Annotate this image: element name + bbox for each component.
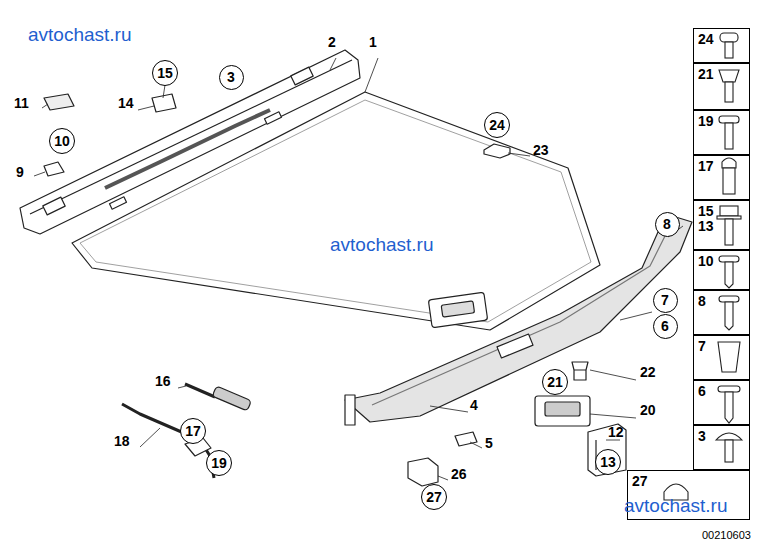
callout-number: 24 — [698, 32, 745, 47]
fastener-cell: 24 — [693, 28, 750, 63]
callout-number: 8 — [698, 294, 745, 309]
callout-number: 13 — [698, 219, 745, 234]
panel-clip — [109, 197, 126, 209]
plate-11 — [44, 94, 74, 110]
callout-number: 6 — [698, 384, 745, 399]
shelf-edge — [80, 100, 591, 322]
callout-number: 24 — [489, 118, 505, 133]
callout-number: 10 — [54, 134, 70, 149]
callout-number: 18 — [114, 434, 130, 449]
callout-circle: 10 — [49, 128, 75, 154]
fastener-cell: 10 — [693, 250, 750, 290]
watermark: avtochast.ru — [330, 235, 434, 255]
callout-number: 5 — [485, 436, 493, 451]
callout-number: 15 — [157, 66, 173, 81]
callout-number: 11 — [14, 96, 29, 111]
callout-number: 20 — [640, 403, 656, 418]
panel-clip — [264, 112, 281, 124]
callout-number: 3 — [227, 70, 235, 85]
callout-number: 9 — [16, 165, 24, 180]
callout-number: 27 — [632, 474, 745, 489]
panel-slot — [43, 197, 65, 215]
callout-number: 4 — [470, 398, 478, 413]
callout-circle: 21 — [542, 369, 568, 395]
callout-circle: 7 — [653, 288, 678, 313]
callout-number: 17 — [698, 159, 745, 174]
callout-circle: 27 — [421, 484, 447, 510]
lashing-cover-inner — [545, 402, 580, 416]
callout-circle: 3 — [219, 65, 244, 90]
bracket-23 — [484, 144, 510, 158]
trim-end — [345, 395, 355, 425]
plate-14 — [152, 94, 176, 112]
panel-slot — [291, 67, 313, 85]
callout-number: 7 — [698, 339, 745, 354]
callout-number: 12 — [608, 425, 624, 440]
shelf-handle-grip — [441, 301, 474, 317]
fastener-cell: 21 — [693, 63, 750, 110]
callout-number: 22 — [640, 365, 656, 380]
callout-number: 17 — [185, 424, 201, 439]
callout-number: 19 — [211, 456, 227, 471]
callout-number: 14 — [118, 96, 134, 111]
bracket-26 — [408, 458, 438, 486]
shelf-handle — [428, 292, 487, 328]
fastener-cell: 3 — [693, 425, 750, 470]
callout-number: 7 — [661, 293, 669, 308]
callout-number: 19 — [698, 114, 745, 129]
bracket-12 — [588, 424, 626, 476]
fastener-cell: 19 — [693, 110, 750, 155]
callout-circle: 6 — [653, 314, 678, 339]
fastener-cell: 6 — [693, 380, 750, 425]
callout-number: 2 — [328, 35, 336, 50]
callout-number: 16 — [155, 374, 171, 389]
strut-rod — [185, 384, 215, 397]
callout-number: 23 — [533, 143, 549, 158]
callout-number: 13 — [600, 455, 616, 470]
callout-circle: 24 — [484, 112, 510, 138]
drawing-number: 00210603 — [702, 529, 751, 541]
callout-number: 1 — [369, 35, 377, 50]
parcel-shelf — [72, 92, 600, 330]
callout-number: 15 — [698, 204, 745, 219]
callout-circle: 15 — [152, 60, 178, 86]
callout-number: 3 — [698, 429, 745, 444]
callout-number: 27 — [426, 490, 442, 505]
callout-number: 26 — [451, 467, 467, 482]
clip-22 — [572, 362, 588, 380]
bracket-18 — [122, 404, 214, 478]
callout-number: 21 — [547, 375, 563, 390]
clip-9 — [44, 162, 64, 176]
callout-number: 21 — [698, 67, 745, 82]
callout-number: 10 — [698, 254, 745, 269]
callout-number: 8 — [663, 217, 671, 232]
callout-circle: 17 — [180, 418, 206, 444]
fastener-cell: 8 — [693, 290, 750, 335]
watermark: avtochast.ru — [624, 496, 728, 516]
trim-recess — [497, 334, 533, 358]
callout-circle: 8 — [655, 212, 680, 237]
watermark: avtochast.ru — [28, 25, 132, 45]
fastener-cell: 7 — [693, 335, 750, 380]
strut-body — [212, 386, 251, 411]
callout-circle: 19 — [206, 450, 232, 476]
callout-circle: 13 — [595, 449, 621, 475]
fastener-cell: 1513 — [693, 200, 750, 250]
lashing-cover — [535, 396, 590, 426]
callout-number: 6 — [661, 319, 669, 334]
fastener-cell: 17 — [693, 155, 750, 200]
